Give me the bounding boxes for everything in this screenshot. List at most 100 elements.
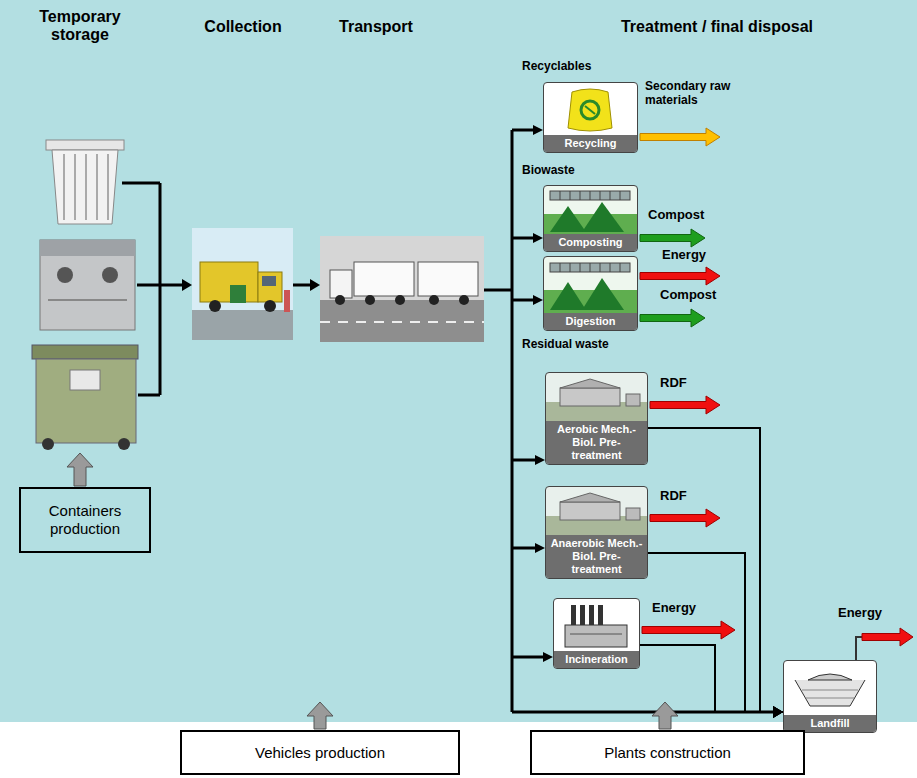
output-arrows	[862, 628, 913, 646]
collection-truck-picture	[230, 285, 246, 303]
column-heading: Collection	[204, 18, 281, 36]
incinerator-picture	[598, 605, 603, 625]
incinerator-picture	[580, 605, 585, 625]
transport-truck-picture	[354, 262, 414, 296]
output-arrows	[650, 509, 720, 527]
recycling-picture	[568, 89, 612, 131]
connector	[640, 645, 783, 712]
flow-arrowheads	[182, 279, 192, 291]
background-panel	[0, 0, 917, 722]
composting-picture	[582, 202, 624, 232]
composting-picture	[550, 191, 630, 200]
recycling-picture	[581, 101, 599, 119]
wheelie-bin-picture	[36, 359, 136, 443]
composting-picture	[544, 186, 637, 234]
process-box: Vehicles production	[180, 730, 460, 775]
incinerator-picture	[565, 625, 627, 647]
incinerator-picture	[589, 605, 594, 625]
output-label: Secondary raw materials	[645, 80, 745, 108]
aerobic-plant-picture	[560, 379, 620, 388]
incinerator-picture	[554, 599, 639, 651]
flow-lines	[122, 183, 184, 395]
column-heading: Temporary storage	[30, 8, 130, 45]
transport-truck-picture	[365, 295, 375, 305]
output-label: Energy	[662, 248, 706, 263]
transport-truck-picture	[418, 262, 478, 296]
box-text: Vehicles production	[255, 744, 385, 762]
output-label: Energy	[652, 601, 696, 616]
box-label: Incineration	[554, 651, 639, 668]
collection-truck-picture	[192, 228, 293, 340]
output-arrows	[650, 396, 720, 414]
incinerator-picture	[571, 605, 576, 625]
output-label: Energy	[838, 606, 882, 621]
composting-picture	[550, 206, 586, 232]
treatment-box: Recycling	[543, 82, 638, 153]
output-label: RDF	[660, 489, 687, 504]
waste-bin-picture	[64, 154, 108, 220]
wheelie-bin-picture	[32, 345, 138, 450]
digestion-picture	[560, 263, 620, 272]
flow-arrowheads	[182, 125, 783, 718]
glass-container-picture	[40, 240, 135, 330]
box-label: Aerobic Mech.-Biol. Pre-treatment	[546, 421, 647, 464]
wheelie-bin-picture	[42, 438, 54, 450]
wheelie-bin-picture	[70, 370, 100, 390]
transport-truck-picture	[320, 236, 484, 342]
box-label: Anaerobic Mech.-Biol. Pre-treatment	[546, 535, 647, 578]
flow-arrowheads	[533, 295, 543, 305]
transport-truck-picture	[459, 295, 469, 305]
flow-arrowheads	[310, 279, 320, 291]
anaerobic-plant-picture	[560, 502, 620, 520]
flow-arrowheads	[543, 652, 553, 662]
aerobic-plant-picture	[546, 373, 647, 421]
treatment-box: Digestion	[543, 256, 638, 331]
supply-arrows	[652, 702, 678, 729]
flow-lines	[512, 130, 775, 712]
landfill-picture	[795, 680, 865, 706]
treatment-box: Incineration	[553, 598, 640, 669]
collection-truck-picture	[258, 272, 282, 302]
landfill-picture	[784, 661, 876, 715]
supply-arrows	[67, 453, 678, 729]
treatment-box: Aerobic Mech.-Biol. Pre-treatment	[545, 372, 648, 465]
flow-lines	[293, 284, 312, 287]
process-box: Plants construction	[530, 730, 805, 775]
box-label: Composting	[544, 234, 637, 251]
anaerobic-plant-picture	[560, 493, 620, 502]
box-label: Digestion	[544, 313, 637, 330]
collection-truck-picture	[209, 300, 221, 312]
wheelie-bin-picture	[118, 438, 130, 450]
transport-truck-picture	[429, 295, 439, 305]
flow-arrowheads	[533, 125, 543, 135]
flow-lines	[484, 130, 512, 712]
anaerobic-plant-picture	[546, 487, 647, 535]
recycling-picture	[544, 83, 637, 135]
digestion-picture	[550, 263, 630, 272]
glass-container-picture	[48, 299, 127, 301]
transport-truck-picture	[395, 295, 405, 305]
collection-truck-picture	[200, 262, 258, 302]
landfill-picture	[784, 661, 876, 715]
glass-container-picture	[40, 240, 135, 256]
collection-truck-picture	[284, 290, 290, 312]
aerobic-plant-picture	[626, 394, 640, 406]
recycling-picture	[585, 106, 595, 114]
waste-bin-picture	[52, 150, 118, 224]
glass-container-picture	[102, 267, 118, 283]
transport-truck-picture	[330, 270, 352, 298]
supply-arrows	[307, 702, 333, 729]
flow-arrowheads	[533, 233, 543, 243]
output-arrows	[856, 637, 862, 660]
flow-lines	[122, 130, 775, 712]
output-arrows	[642, 621, 735, 639]
digestion-picture	[550, 282, 586, 310]
treatment-box: Anaerobic Mech.-Biol. Pre-treatment	[545, 486, 648, 579]
column-heading: Treatment / final disposal	[621, 18, 813, 36]
output-arrows	[640, 309, 705, 327]
flow-arrowheads	[535, 543, 545, 553]
flow-arrowheads	[535, 455, 545, 465]
output-label: Compost	[660, 288, 716, 303]
treatment-box: Landfill	[783, 660, 877, 733]
